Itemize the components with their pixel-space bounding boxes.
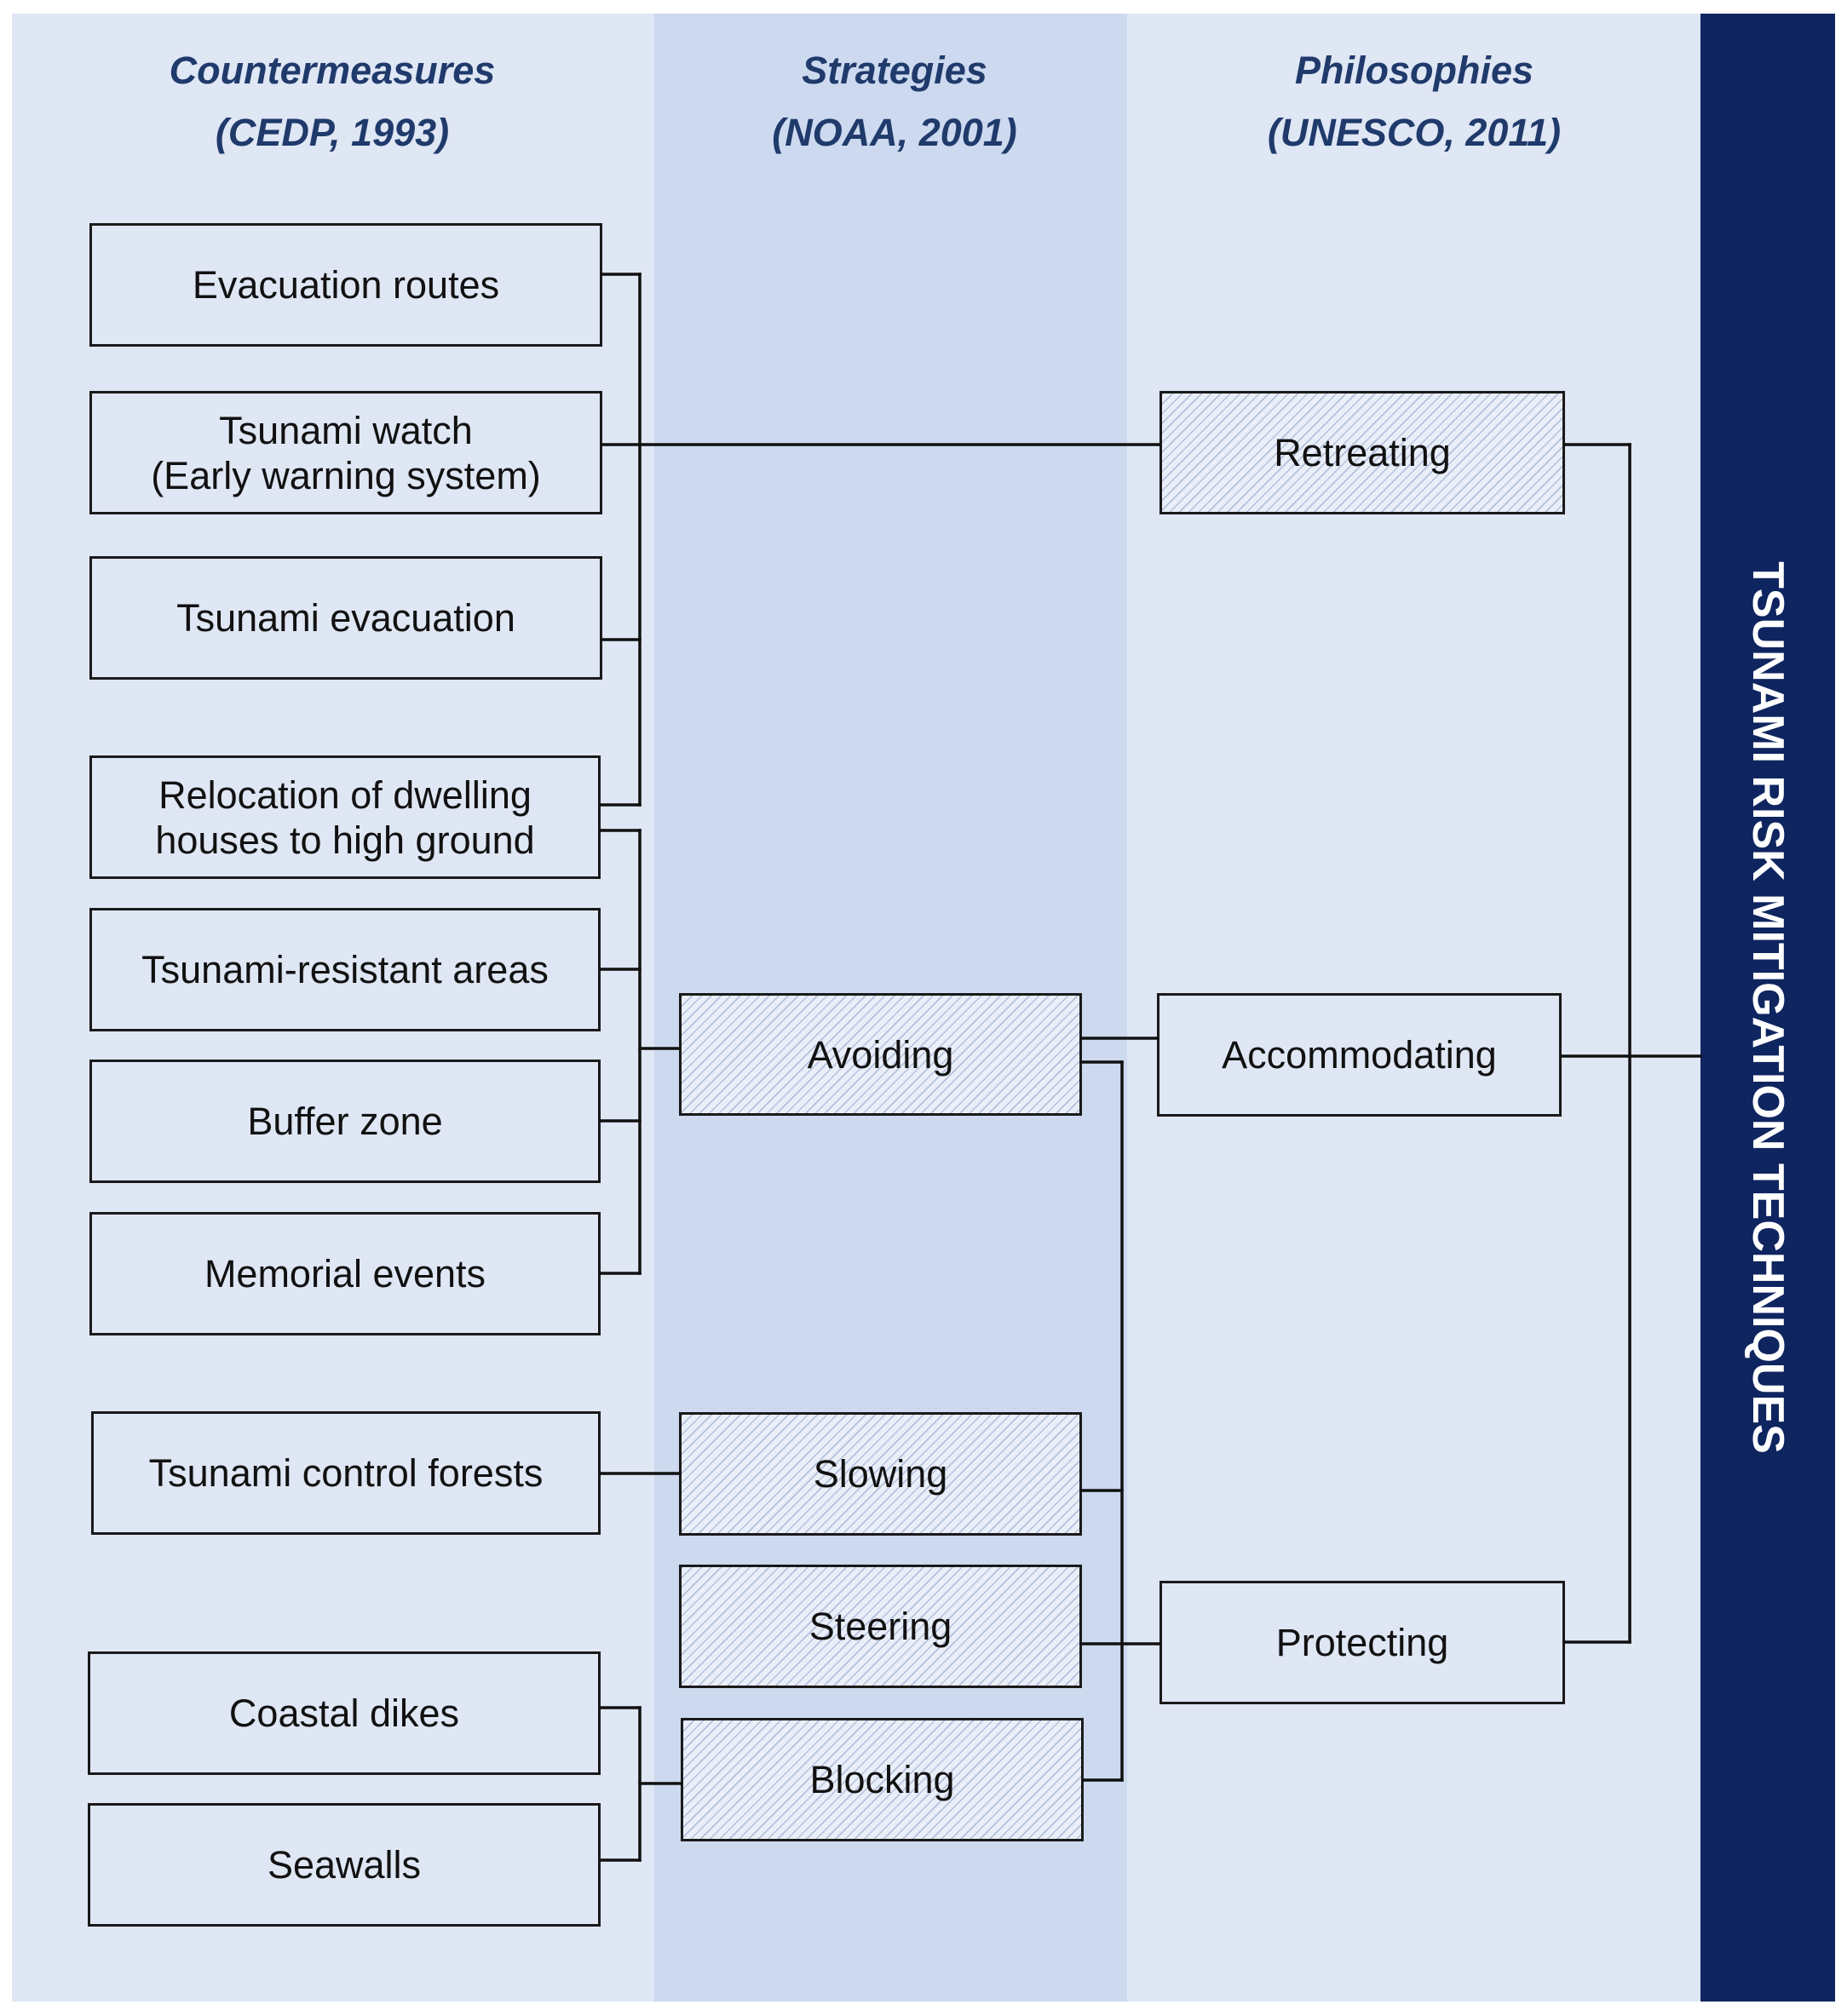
philosophy-label: Protecting <box>1275 1621 1449 1664</box>
strategy-box-slowing: Slowing <box>679 1412 1082 1536</box>
countermeasure-box-evacuation-routes: Evacuation routes <box>89 223 602 347</box>
countermeasure-box-tsunami-control-forests: Tsunami control forests <box>91 1411 601 1535</box>
countermeasure-label: Memorial events <box>204 1252 486 1295</box>
philosophies-heading-source: (UNESCO, 2011) <box>1267 111 1562 154</box>
strategies-heading-source: (NOAA, 2001) <box>772 111 1017 154</box>
philosophies-heading-title: Philosophies <box>1294 49 1534 92</box>
countermeasure-label: Tsunami watch (Early warning system) <box>151 408 541 497</box>
philosophy-label: Accommodating <box>1222 1033 1497 1077</box>
strategy-label: Avoiding <box>807 1032 954 1077</box>
philosophies-heading: Philosophies (UNESCO, 2011) <box>1176 39 1653 164</box>
countermeasure-label: Coastal dikes <box>228 1691 460 1735</box>
countermeasure-label: Tsunami-resistant areas <box>141 948 549 991</box>
countermeasure-box-tsunami-evacuation: Tsunami evacuation <box>89 556 602 680</box>
countermeasure-box-tsunami-resistant-areas: Tsunami-resistant areas <box>89 908 601 1031</box>
countermeasure-box-buffer-zone: Buffer zone <box>89 1060 601 1183</box>
countermeasure-box-tsunami-watch: Tsunami watch (Early warning system) <box>89 391 602 514</box>
philosophy-box-retreating: Retreating <box>1159 391 1565 514</box>
countermeasure-label: Buffer zone <box>247 1100 443 1143</box>
countermeasures-heading: Countermeasures (CEDP, 1993) <box>94 39 571 164</box>
strategy-label: Blocking <box>809 1758 955 1801</box>
countermeasure-label: Seawalls <box>267 1843 422 1887</box>
countermeasure-label: Evacuation routes <box>192 263 500 307</box>
countermeasure-box-seawalls: Seawalls <box>88 1803 601 1927</box>
countermeasure-box-memorial-events: Memorial events <box>89 1212 601 1335</box>
strategies-heading-title: Strategies <box>802 49 987 92</box>
strategies-heading: Strategies (NOAA, 2001) <box>656 39 1133 164</box>
philosophy-box-protecting: Protecting <box>1159 1581 1565 1704</box>
philosophy-label: Retreating <box>1274 431 1451 474</box>
countermeasure-label: Relocation of dwelling houses to high gr… <box>155 773 535 862</box>
side-title: TSUNAMI RISK MITIGATION TECHNIQUES <box>1743 561 1792 1454</box>
strategy-label: Slowing <box>813 1452 948 1496</box>
countermeasure-box-coastal-dikes: Coastal dikes <box>88 1651 601 1775</box>
countermeasure-box-relocation: Relocation of dwelling houses to high gr… <box>89 755 601 879</box>
countermeasure-label: Tsunami evacuation <box>176 596 515 640</box>
countermeasures-heading-title: Countermeasures <box>169 49 496 92</box>
strategy-box-steering: Steering <box>679 1565 1082 1688</box>
strategy-box-avoiding: Avoiding <box>679 993 1082 1116</box>
strategy-label: Steering <box>808 1605 952 1648</box>
philosophy-box-accommodating: Accommodating <box>1157 993 1562 1117</box>
side-title-bar: TSUNAMI RISK MITIGATION TECHNIQUES <box>1700 14 1835 2002</box>
countermeasures-heading-source: (CEDP, 1993) <box>215 111 450 154</box>
countermeasure-label: Tsunami control forests <box>148 1451 544 1495</box>
strategy-box-blocking: Blocking <box>681 1718 1084 1841</box>
